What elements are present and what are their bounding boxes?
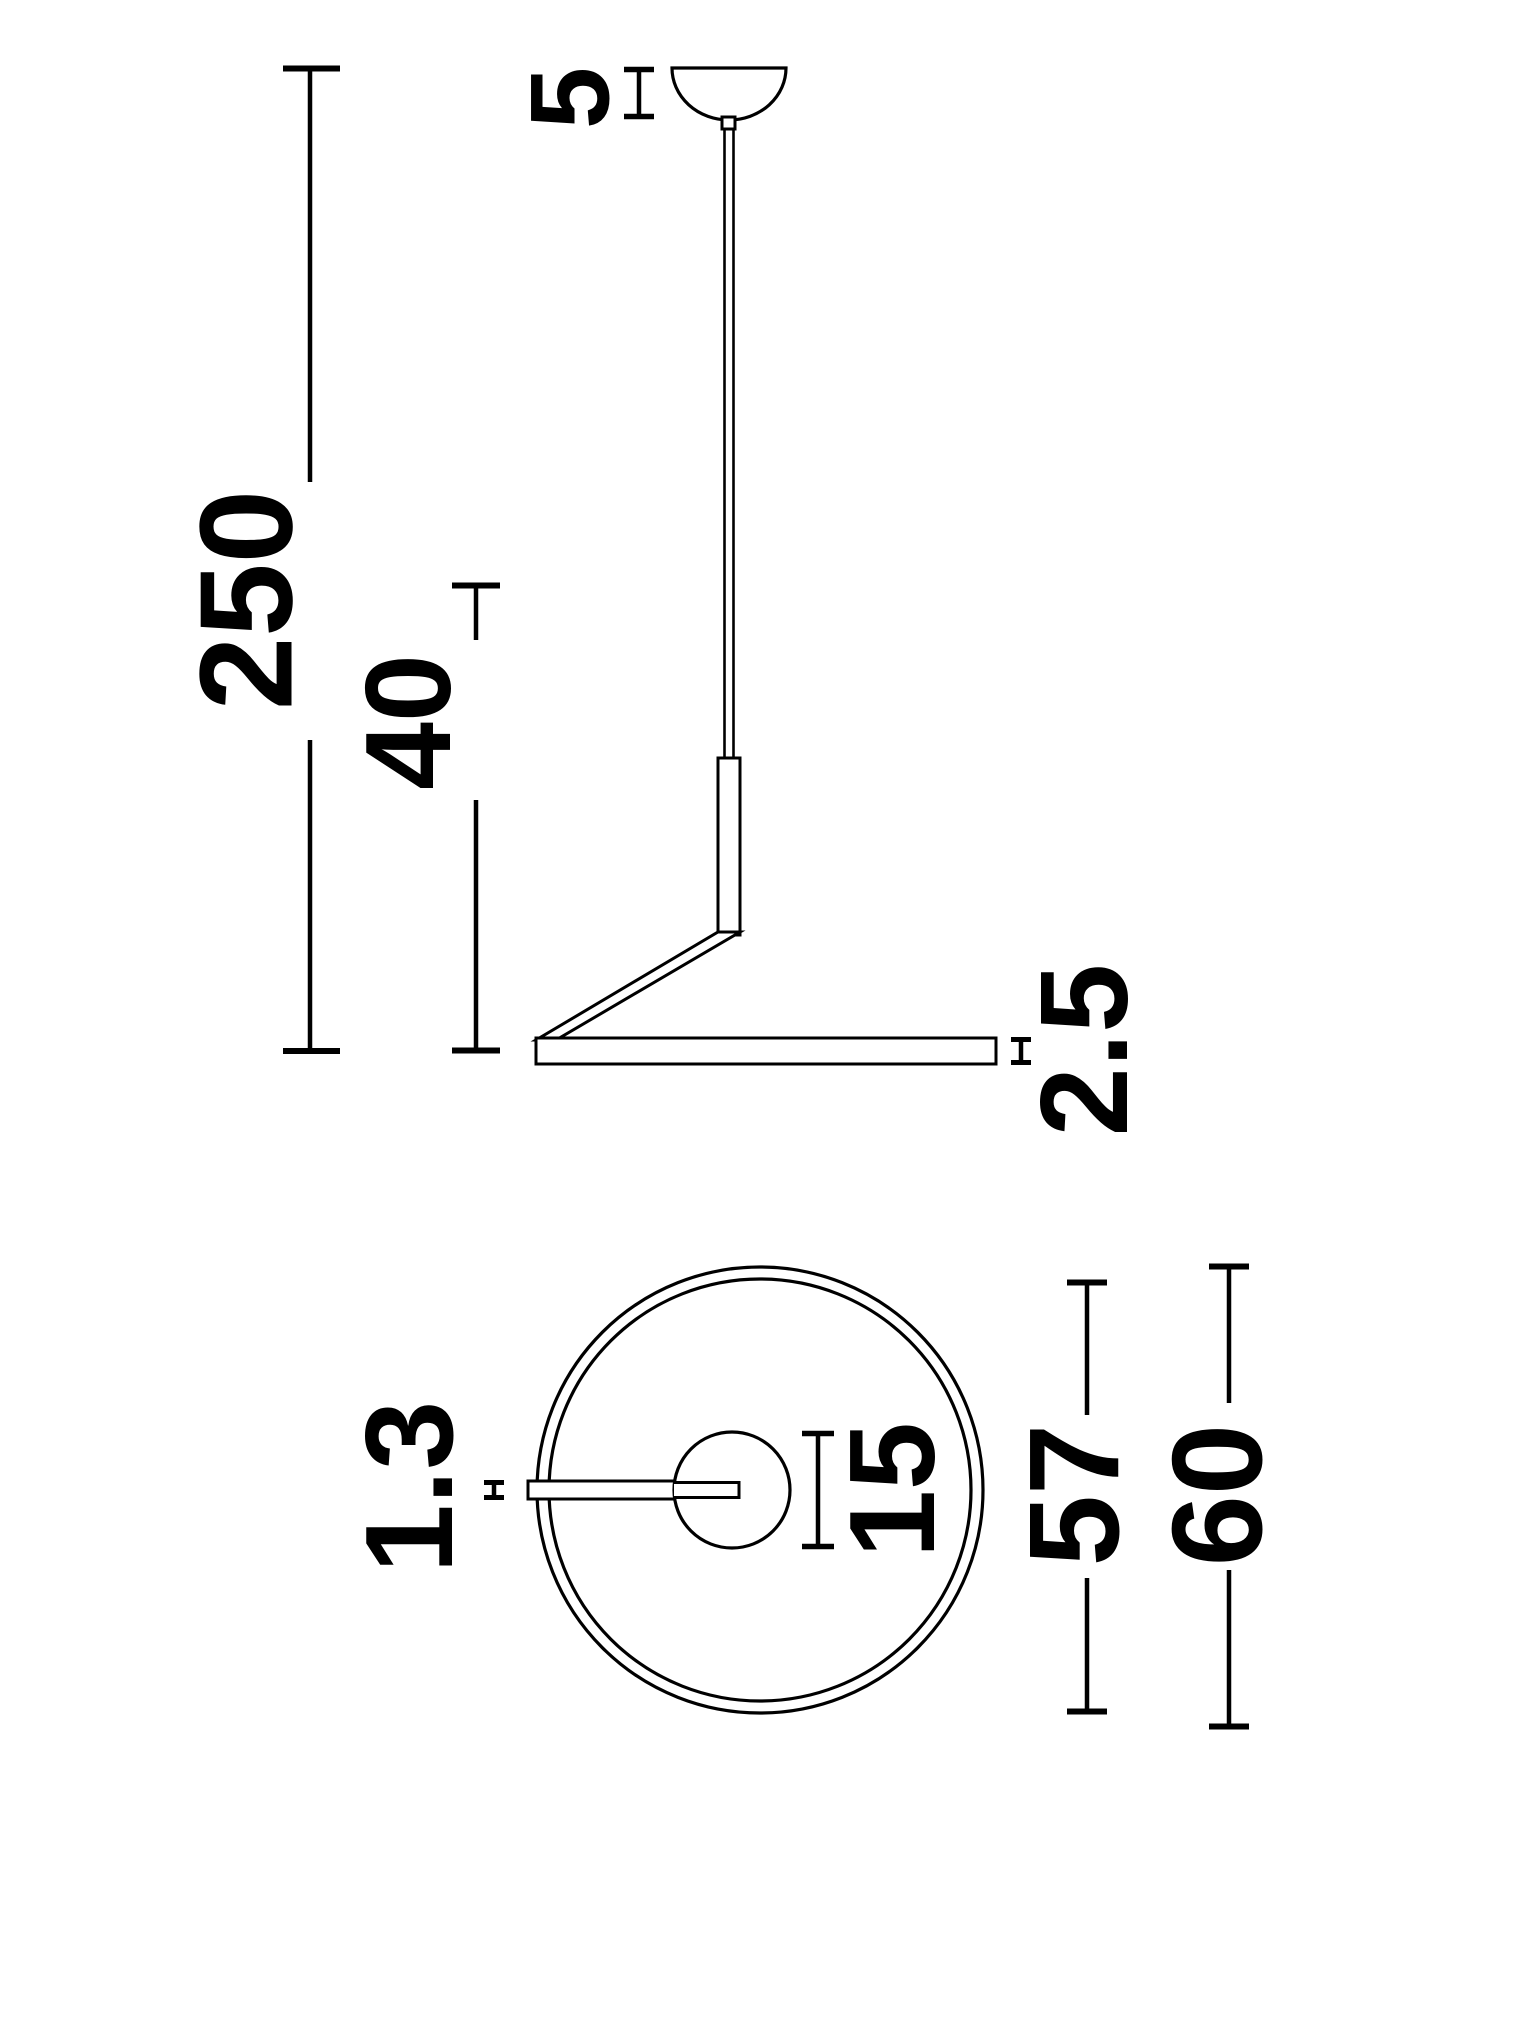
canopy-collar	[720, 115, 737, 131]
vertical-arm	[716, 756, 742, 937]
dimension-bar-thickness: 2.5	[1011, 964, 1154, 1136]
hub-bar-overlay-fill	[674, 1481, 740, 1499]
dimension-label-canopy-height: 5	[508, 67, 633, 129]
elevation-view: 250 5 40 2.5	[173, 65, 1154, 1136]
plan-view: 1.3 15 57 6	[341, 1263, 1290, 1730]
light-bar-body	[534, 1036, 998, 1066]
dimension-hub-diameter: 15	[802, 1422, 960, 1558]
dimension-label-inner-diameter: 57	[1004, 1424, 1147, 1566]
canopy-dome	[670, 66, 788, 122]
dimension-label-outer-diameter: 60	[1147, 1424, 1290, 1566]
dimension-outer-diameter: 60	[1147, 1263, 1290, 1730]
dimension-label-hub-diameter: 15	[824, 1422, 960, 1558]
dimension-canopy-height: 5	[508, 66, 654, 129]
horizontal-light-bar	[534, 1036, 998, 1066]
dimension-bar-width: 1.3	[341, 1401, 504, 1573]
diagonal-arm-body	[530, 930, 746, 1042]
diagonal-arm	[530, 930, 746, 1042]
dimension-inner-diameter: 57	[1004, 1279, 1147, 1715]
suspension-cable	[723, 128, 735, 758]
dimension-arm-height: 40	[340, 582, 500, 1054]
dimension-label-arm-height: 40	[340, 654, 476, 790]
dimension-label-bar-width: 1.3	[341, 1401, 479, 1573]
ceiling-canopy	[670, 66, 788, 131]
dimension-total-drop: 250	[173, 65, 340, 1054]
dimension-label-total-drop: 250	[173, 490, 320, 710]
arm-tube-body	[716, 756, 742, 937]
dimension-label-bar-thickness: 2.5	[1016, 964, 1154, 1136]
